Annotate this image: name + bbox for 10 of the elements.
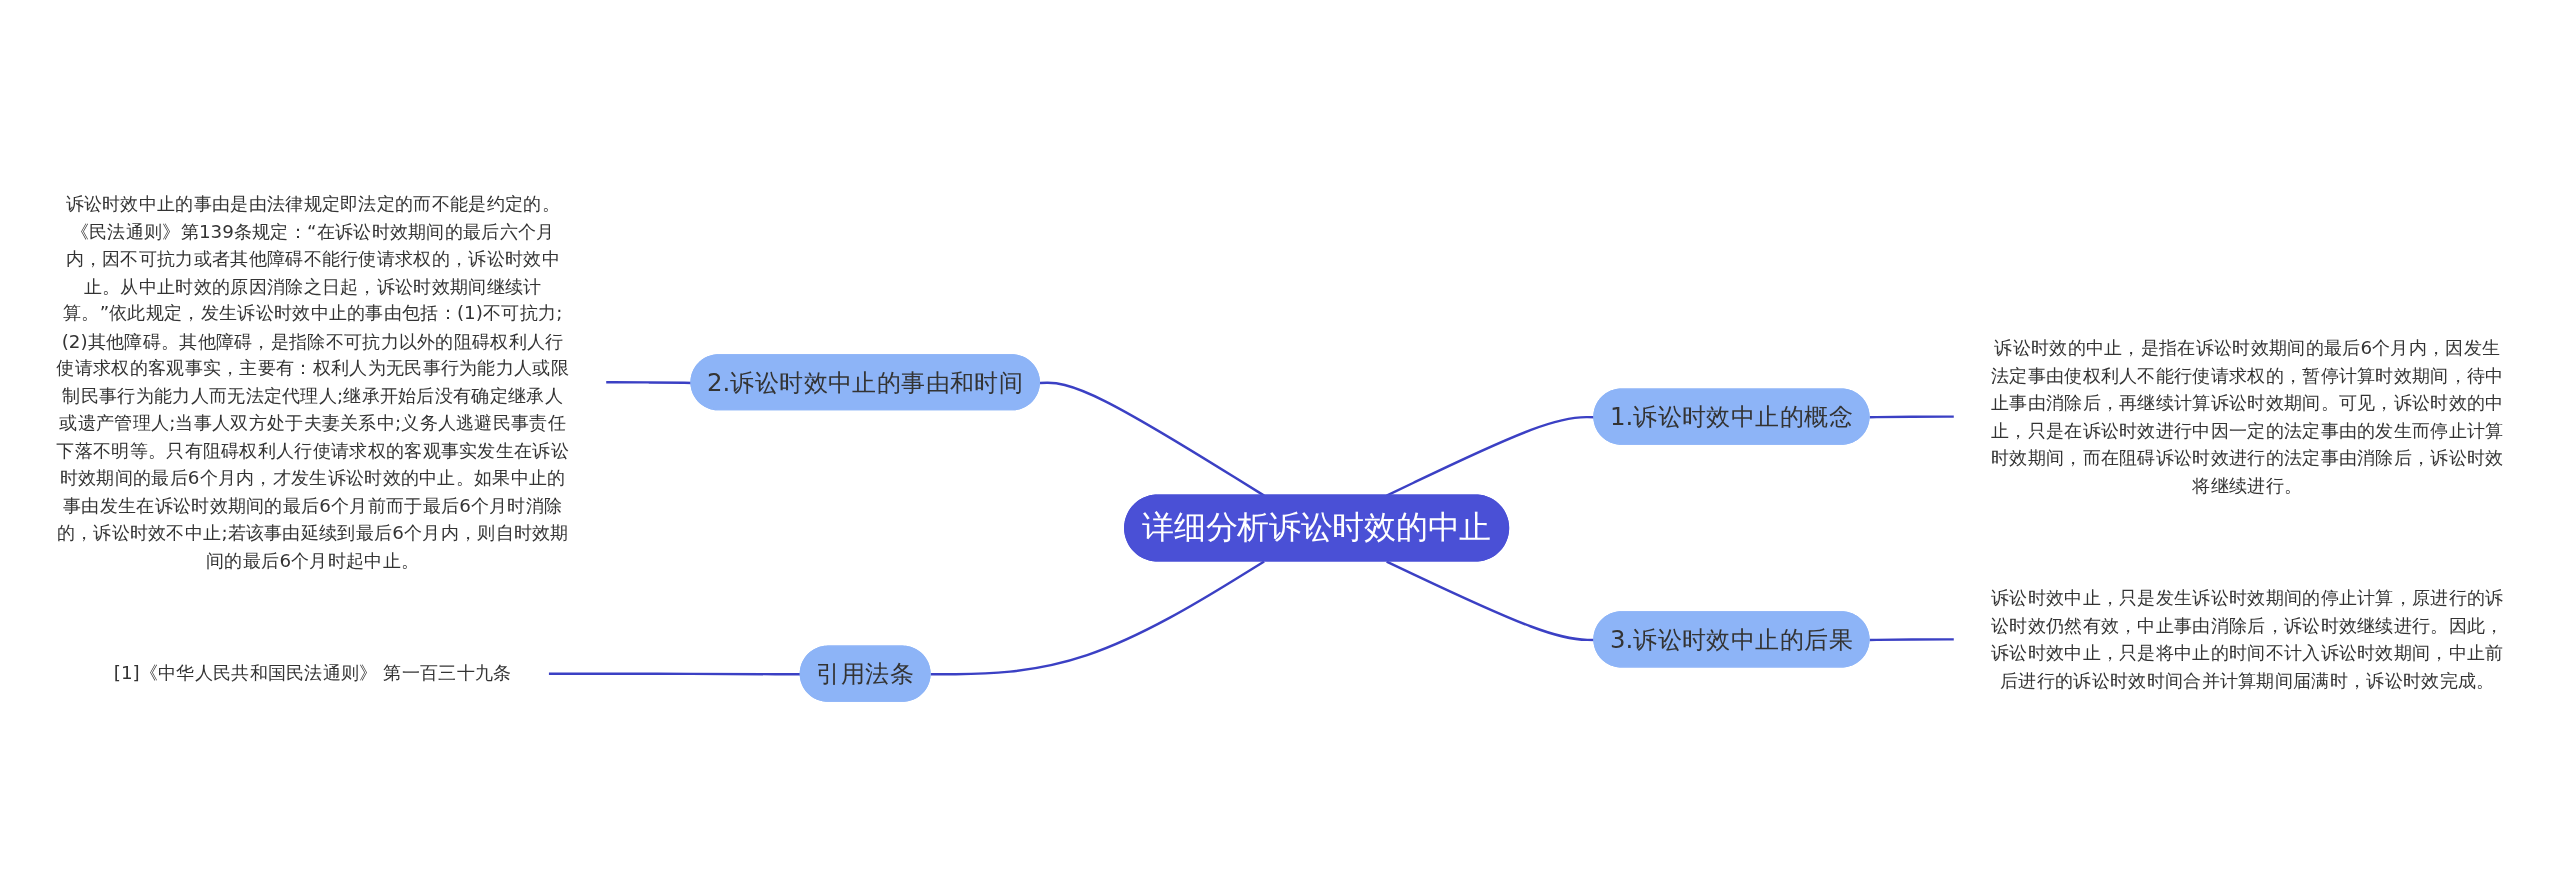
connector bbox=[548, 672, 801, 676]
node-text: 诉讼时效中止的事由是由法律规定即法定的而不能是约定的。《民法通则》第139条规定：“在诉讼时效期间的最后六个月内，因不可抗力或者其他障碍不能行使请求权的，诉讼时效中止。从中止时效的原因消除之日起，诉讼时效期间继续计算。”依此规定，发生诉讼时效中止的事由包括：(1)不可抗力;(2)其他障碍。其他障碍，是指除不可抗力以外的阻碍权利人行使请求权的客观事实，主要有：权利人为无民事行为能力人或限制民事行为能力人而无法定代理人;继承开始后没有确定继承人或遗产管理人;当事人双方处于夫妻关系中;义务人逃避民事责任下落不明等。只有阻碍权利人行使请求权的客观事实发生在诉讼时效期间的最后6个月内，才发生诉讼时效的中止。如果中止的事由发生在诉讼时效期间的最后6个月前而于最后6个月时消除的，诉讼时效不中止;若该事由延续到最后6个月内，则自时效期间的最后6个月时起中止。 bbox=[56, 192, 569, 572]
node-text: [1]《中华人民共和国民法通则》 第一百三十九条 bbox=[113, 662, 512, 685]
connector bbox=[1386, 560, 1595, 641]
connector bbox=[1869, 415, 1955, 419]
connector bbox=[1869, 637, 1955, 641]
connector bbox=[930, 560, 1265, 676]
node-text: 诉讼时效的中止，是指在诉讼时效期间的最后6个月内，因发生法定事由使权利人不能行使请求权的，暂停计算时效期间，待中止事由消除后，再继续计算诉讼时效期间。可见，诉讼时效的中止，只是在诉讼时效进行中因一定的法定事由的发生而停止计算时效期间，而在阻碍诉讼时效进行的法定事由消除后，诉讼时效将继续进行。 bbox=[1991, 336, 2504, 496]
node-text: 诉讼时效中止，只是发生诉讼时效期间的停止计算，原进行的诉讼时效仍然有效，中止事由消除后，诉讼时效继续进行。因此，诉讼时效中止，只是将中止的时间不计入诉讼时效期间，中止前后进行的诉讼时效时间合并计算期间届满时，诉讼时效完成。 bbox=[1991, 586, 2504, 692]
connector bbox=[605, 380, 692, 384]
